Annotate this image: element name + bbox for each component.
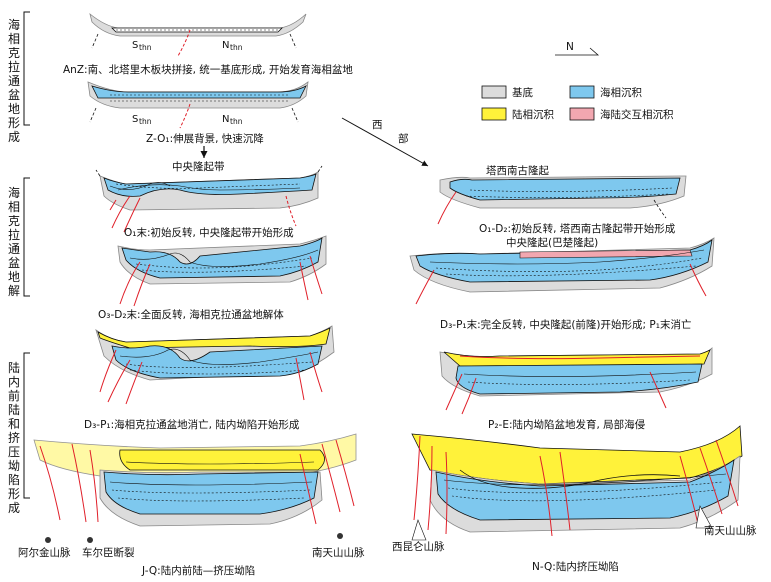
label-n-thn-2: N xyxy=(222,114,229,125)
caption-o1-d2: O₁-D₂:初始反转, 塔西南古隆起带开始形成 xyxy=(479,222,676,235)
stage-bracket-1 xyxy=(23,11,30,126)
stage3-char-4: 和 xyxy=(8,417,20,431)
stage-label-3: 陆 内 前 陆 和 挤 压 坳 陷 形 成 xyxy=(8,360,20,515)
label-cherchen: 车尔臣断裂 xyxy=(82,546,135,559)
down-arrow: 中央隆起带 xyxy=(172,146,225,173)
stage2-char-0: 海 xyxy=(8,185,20,200)
stage3-char-10: 成 xyxy=(8,501,20,515)
stage-label-2: 海 相 克 拉 通 盆 地 解 xyxy=(8,185,20,298)
caption-d3-p1: D₃-P₁:海相克拉通盆地消亡, 陆内坳陷开始形成 xyxy=(84,418,300,431)
label-central-uplift-bachu: 中央隆起(巴楚隆起) xyxy=(506,236,598,249)
legend-swatch-basement xyxy=(481,85,507,99)
panel-d3-p1-end: 中央隆起(巴楚隆起) D₃-P₁末:完全反转, 中央隆起(前隆)开始形成; P₁… xyxy=(409,236,715,331)
label-tsw-uplift: 塔西南古隆起 xyxy=(486,164,549,177)
stage1-char-0: 海 xyxy=(8,17,20,32)
stage3-char-5: 挤 xyxy=(8,430,20,445)
panel-d3-p1: D₃-P₁:海相克拉通盆地消亡, 陆内坳陷开始形成 xyxy=(84,325,335,431)
panel-j-q: 阿尔金山脉 车尔臣断裂 南天山山脉 J-Q:陆内前陆—挤压坳陷 xyxy=(18,433,365,577)
stage2-char-6: 地 xyxy=(8,270,20,284)
label-altun: 阿尔金山脉 xyxy=(18,546,71,559)
caption-z-o1: Z-O₁:伸展背景, 快速沉降 xyxy=(146,132,264,145)
altun-marker xyxy=(45,537,51,543)
stage1-char-3: 拉 xyxy=(8,59,20,74)
stage2-char-7: 解 xyxy=(8,284,20,298)
stage3-char-2: 前 xyxy=(8,388,20,403)
panel-n-q: 西昆仑山脉 南天山山脉 N-Q:陆内挤压坳陷 xyxy=(392,425,757,573)
stage2-char-4: 通 xyxy=(8,242,20,256)
label-west-2: 部 xyxy=(398,132,409,145)
stage2-char-1: 相 xyxy=(8,200,20,214)
label-s-thn-1-sub: thn xyxy=(139,43,152,52)
stage1-char-5: 盆 xyxy=(8,88,20,102)
caption-anz: AnZ:南、北塔里木板块拼接, 统一基底形成, 开始发育海相盆地 xyxy=(63,63,353,76)
stage3-char-9: 形 xyxy=(8,487,20,501)
stage2-char-3: 拉 xyxy=(8,227,20,242)
stage1-char-6: 地 xyxy=(8,102,20,116)
caption-d3-p1-end: D₃-P₁末:完全反转, 中央隆起(前隆)开始形成; P₁末消亡 xyxy=(440,318,691,331)
label-west: 西 xyxy=(372,119,383,131)
panel-o1-d2: 塔西南古隆起 O₁-D₂:初始反转, 塔西南古隆起带开始形成 xyxy=(437,164,687,235)
stage3-char-7: 坳 xyxy=(8,459,20,473)
label-n-thn-1-sub: thn xyxy=(230,43,243,52)
stage-label-1: 海 相 克 拉 通 盆 地 形 成 xyxy=(8,17,20,144)
cherchen-marker xyxy=(87,537,93,543)
stage1-char-2: 克 xyxy=(8,46,20,60)
panel-p2-e: P₂-E:陆内坳陷盆地发育, 局部海侵 xyxy=(439,347,713,431)
label-s-thn-2-sub: thn xyxy=(139,117,152,126)
caption-o3-d2: O₃-D₂末:全面反转, 海相克拉通盆地解体 xyxy=(98,308,284,321)
legend-swatch-transitional xyxy=(569,107,595,121)
stage3-char-1: 内 xyxy=(8,375,20,389)
panel-z-o1: S thn N thn Z-O₁:伸展背景, 快速沉降 xyxy=(87,81,309,145)
label-s-tianshan-1: 南天山山脉 xyxy=(312,546,365,559)
panel-o3-d2: O₃-D₂末:全面反转, 海相克拉通盆地解体 xyxy=(98,235,327,321)
s-tianshan-marker-1 xyxy=(337,533,343,539)
label-s-thn-1: S xyxy=(132,40,138,51)
label-s-tianshan-2: 南天山山脉 xyxy=(704,524,757,537)
stage1-char-7: 形 xyxy=(8,116,20,130)
stage3-char-6: 压 xyxy=(8,445,20,459)
caption-o1-end: O₁末:初始反转, 中央隆起带开始形成 xyxy=(124,226,294,239)
panel-o1-end: O₁末:初始反转, 中央隆起带开始形成 xyxy=(95,165,323,239)
label-n-thn-2-sub: thn xyxy=(230,117,243,126)
legend-label-basement: 基底 xyxy=(512,86,533,99)
stage3-char-0: 陆 xyxy=(8,360,20,375)
caption-n-q: N-Q:陆内挤压坳陷 xyxy=(532,560,619,573)
stage-bracket-2 xyxy=(23,177,30,297)
legend: 基底 海相沉积 陆相沉积 海陆交互相沉积 xyxy=(481,85,674,121)
label-n-thn-1: N xyxy=(222,40,229,51)
north-label: N xyxy=(566,41,574,53)
stage1-char-1: 相 xyxy=(8,32,20,46)
panel-anz: S thn N thn AnZ:南、北塔里木板块拼接, 统一基底形成, 开始发育… xyxy=(63,12,353,76)
north-indicator: N xyxy=(555,41,600,56)
west-arrow: 西 部 xyxy=(341,117,429,167)
legend-label-transitional: 海陆交互相沉积 xyxy=(600,108,674,121)
legend-swatch-marine xyxy=(569,85,595,99)
label-central-uplift: 中央隆起带 xyxy=(172,160,225,173)
stage2-char-2: 克 xyxy=(8,214,20,228)
legend-swatch-continental xyxy=(481,107,507,121)
stage3-char-3: 陆 xyxy=(8,402,20,417)
stage1-char-4: 通 xyxy=(8,74,20,88)
caption-p2-e: P₂-E:陆内坳陷盆地发育, 局部海侵 xyxy=(488,418,645,431)
stage-bracket-3 xyxy=(23,352,30,499)
stage3-char-8: 陷 xyxy=(8,472,20,487)
label-kunlun: 西昆仑山脉 xyxy=(392,540,445,553)
stage1-char-8: 成 xyxy=(8,130,20,144)
legend-label-marine: 海相沉积 xyxy=(600,86,642,99)
caption-j-q: J-Q:陆内前陆—挤压坳陷 xyxy=(141,564,255,577)
stage2-char-5: 盆 xyxy=(8,256,20,270)
label-s-thn-2: S xyxy=(132,114,138,125)
legend-label-continental: 陆相沉积 xyxy=(512,108,554,121)
